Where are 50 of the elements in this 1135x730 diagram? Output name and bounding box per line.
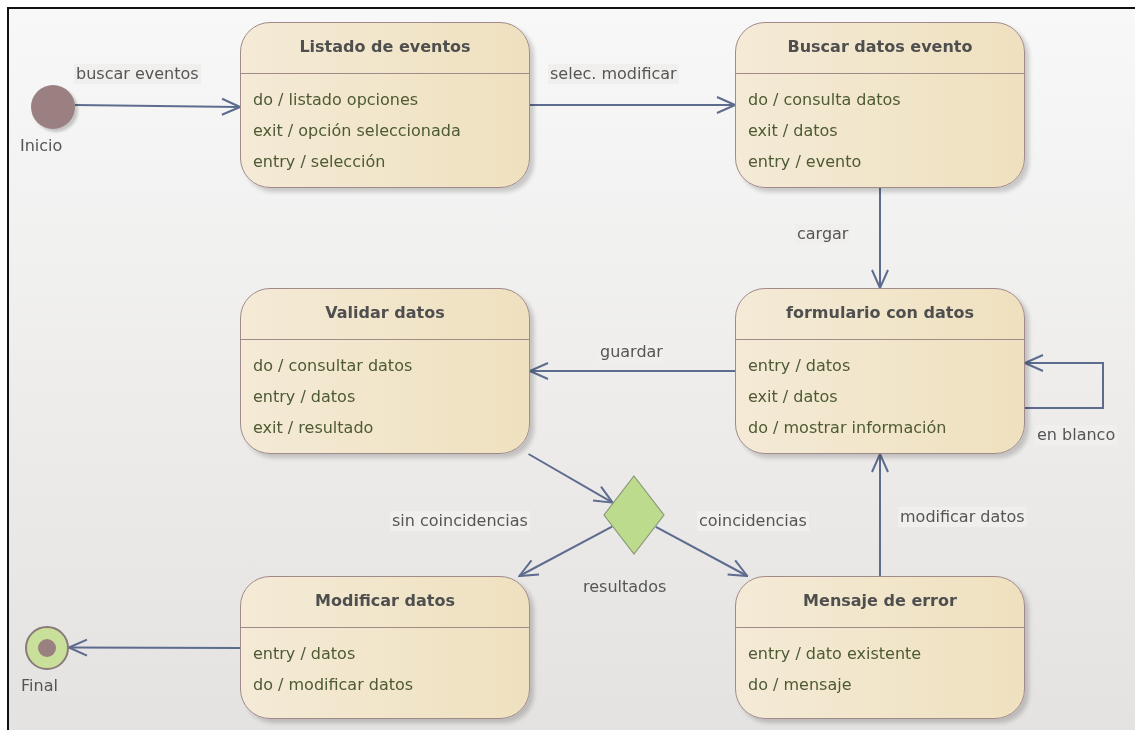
state-box — [240, 22, 530, 188]
state-action: exit / datos — [748, 120, 838, 142]
state-action: do / mostrar información — [748, 417, 947, 439]
state-title: formulario con datos — [736, 289, 1024, 340]
state-action: entry / selección — [253, 151, 386, 173]
state-action: do / modificar datos — [253, 674, 414, 696]
state-title: Validar datos — [241, 289, 529, 340]
transition-arrow — [518, 525, 614, 577]
state-action: do / listado opciones — [253, 89, 419, 111]
transition-arrow — [654, 525, 749, 577]
state-action: exit / opción seleccionada — [253, 120, 461, 142]
state-title: Modificar datos — [241, 577, 529, 628]
transition-arrow — [74, 97, 241, 116]
decision-diamond — [603, 475, 665, 555]
state-title: Buscar datos evento — [736, 23, 1024, 74]
state-action: do / consultar datos — [253, 355, 413, 377]
state-action: exit / datos — [748, 386, 838, 408]
transition-arrow — [871, 187, 889, 289]
transition-arrow — [68, 638, 241, 657]
edge-label: cargar — [795, 224, 851, 244]
edge-label: selec. modificar — [548, 64, 679, 84]
transition-arrow — [529, 362, 736, 380]
state-caption: Final — [21, 676, 58, 696]
edge-label: guardar — [598, 342, 665, 362]
state-action: entry / datos — [748, 355, 851, 377]
state-action: exit / resultado — [253, 417, 374, 439]
state-box — [735, 22, 1025, 188]
transition-arrow — [871, 453, 889, 577]
state-action: do / consulta datos — [748, 89, 901, 111]
state-title: Mensaje de error — [736, 577, 1024, 628]
edge-label: modificar datos — [898, 507, 1027, 527]
edge-label: sin coincidencias — [390, 511, 530, 531]
state-caption: Inicio — [20, 136, 63, 156]
state-action: entry / dato existente — [748, 643, 922, 665]
edge-label: en blanco — [1035, 425, 1118, 445]
edge-label: coincidencias — [697, 511, 809, 531]
state-action: entry / datos — [253, 643, 356, 665]
transition-arrow — [1024, 354, 1104, 409]
state-action: do / mensaje — [748, 674, 852, 696]
state-title: Listado de eventos — [241, 23, 529, 74]
state-action: entry / datos — [253, 386, 356, 408]
state-box — [240, 576, 530, 719]
state-box — [735, 288, 1025, 454]
state-action: entry / evento — [748, 151, 862, 173]
transition-arrow — [527, 453, 614, 504]
transition-arrow — [529, 96, 736, 114]
state-box — [735, 576, 1025, 719]
state-box — [240, 288, 530, 454]
edge-label: buscar eventos — [74, 64, 201, 84]
state-caption: resultados — [583, 577, 667, 597]
